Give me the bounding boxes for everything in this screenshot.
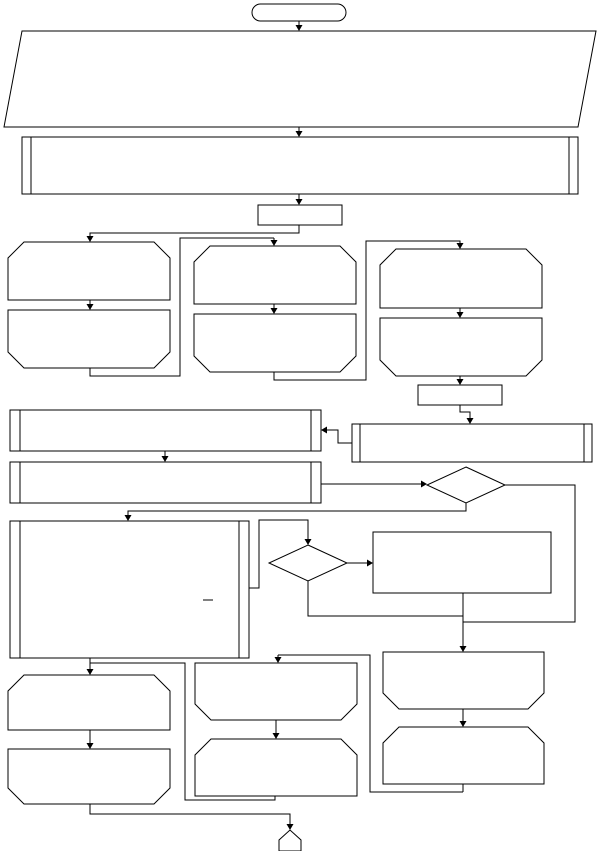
arrowhead bbox=[459, 721, 467, 727]
arrowhead bbox=[161, 456, 169, 462]
connector-line bbox=[327, 429, 352, 444]
loop-box-e1 bbox=[194, 662, 358, 721]
decision-1 bbox=[425, 466, 507, 504]
off-page-connector bbox=[278, 829, 302, 851]
arrowhead bbox=[124, 515, 132, 521]
arrowhead bbox=[295, 199, 303, 205]
loop-box-d2 bbox=[7, 748, 171, 805]
arrowhead bbox=[295, 131, 303, 137]
decision-1-yes-path bbox=[127, 503, 467, 515]
arrowhead bbox=[367, 559, 373, 567]
arrowhead bbox=[421, 480, 427, 488]
branch-line-left bbox=[89, 225, 300, 236]
predefined-process-1 bbox=[21, 136, 579, 195]
process-rect-3 bbox=[372, 531, 552, 594]
arrowhead bbox=[270, 308, 278, 314]
loop-box-c2 bbox=[379, 317, 543, 377]
loop-box-b2 bbox=[193, 313, 357, 373]
connector-line bbox=[249, 519, 309, 589]
predefined-process-4 bbox=[9, 461, 322, 504]
loop-box-a1 bbox=[7, 241, 171, 301]
arrowhead bbox=[304, 539, 312, 545]
arrowhead bbox=[459, 646, 467, 652]
arrowhead bbox=[270, 240, 278, 246]
arrowhead bbox=[286, 824, 294, 830]
predefined-process-2 bbox=[9, 409, 322, 452]
process-rect-1 bbox=[257, 204, 343, 226]
arrowhead bbox=[86, 304, 94, 310]
loop-box-c1 bbox=[379, 248, 543, 309]
decision-1-no-path bbox=[463, 484, 576, 623]
arrowhead bbox=[456, 379, 464, 385]
process-rect-2 bbox=[417, 384, 503, 406]
loop-box-b1 bbox=[193, 245, 357, 305]
arrowhead bbox=[456, 243, 464, 249]
predefined-process-3 bbox=[351, 423, 593, 463]
arrowhead bbox=[86, 236, 94, 242]
connector-line bbox=[459, 405, 471, 418]
arrowhead bbox=[86, 743, 94, 749]
loop-box-f1 bbox=[382, 651, 545, 710]
predefined-process-5 bbox=[9, 520, 250, 659]
loop-return-a bbox=[89, 237, 274, 377]
arrowhead bbox=[295, 25, 303, 31]
arrowhead bbox=[466, 418, 474, 424]
loop-box-f2 bbox=[382, 726, 545, 785]
loop-box-e2 bbox=[194, 738, 358, 797]
loop-box-d1 bbox=[7, 674, 171, 731]
connector-line bbox=[90, 662, 276, 801]
arrowhead bbox=[86, 669, 94, 675]
decision-2-no-path bbox=[307, 581, 463, 617]
arrowhead bbox=[272, 733, 280, 739]
arrowhead bbox=[321, 426, 327, 434]
loop-box-a2 bbox=[7, 309, 171, 369]
terminal-start bbox=[251, 3, 347, 22]
loop-return-d bbox=[89, 804, 291, 824]
decision-2 bbox=[267, 544, 349, 582]
loop-return-e bbox=[278, 654, 463, 793]
loop-return-b bbox=[273, 240, 461, 381]
arrowhead bbox=[274, 657, 282, 663]
input-parallelogram bbox=[3, 30, 597, 128]
arrowhead bbox=[456, 312, 464, 318]
